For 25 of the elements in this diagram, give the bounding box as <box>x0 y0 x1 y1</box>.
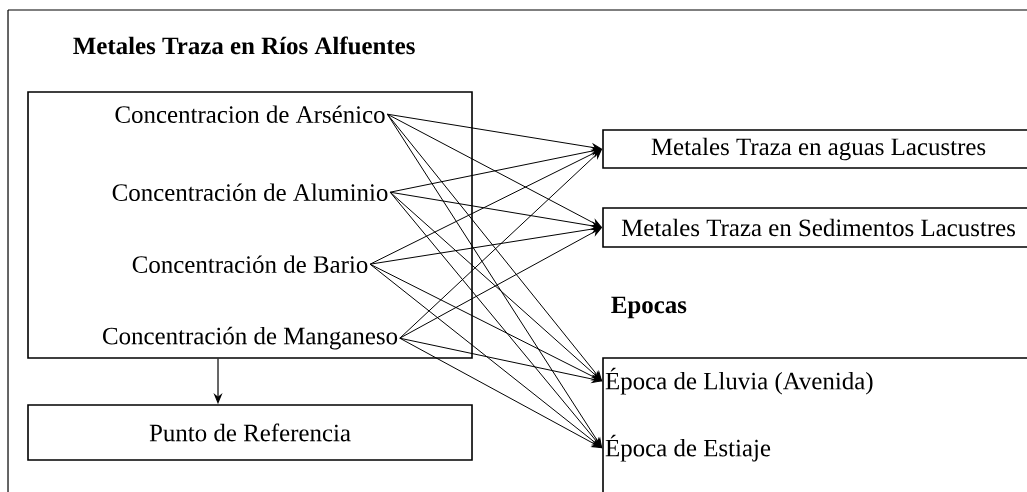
arrow <box>369 225 602 265</box>
process-box: Metales Traza en Sedimentos Lacustres <box>602 207 1027 248</box>
heading: Epocas <box>611 296 687 319</box>
arrow <box>389 191 602 448</box>
arrow <box>389 147 602 193</box>
arrow <box>386 113 602 152</box>
arrow <box>389 191 602 230</box>
arrow <box>399 337 602 449</box>
arrow <box>399 337 602 383</box>
arrow <box>399 227 602 339</box>
item-text: Concentración de Aluminio <box>112 183 388 201</box>
item-text: Concentración de Bario <box>132 255 368 273</box>
arrow <box>369 263 602 448</box>
process-box: Metales Traza en aguas Lacustres <box>602 129 1027 169</box>
arrow <box>389 191 602 381</box>
item-text: Época de Lluvia (Avenida) <box>605 367 873 395</box>
item-text: Concentracion de Arsénico <box>115 105 385 123</box>
arrow <box>369 149 602 265</box>
arrow <box>386 113 602 228</box>
item-text: Época de Estiaje <box>605 434 771 462</box>
arrow <box>386 113 602 448</box>
item-text: Concentración de Manganeso <box>103 326 398 350</box>
process-box: Punto de Referencia <box>27 404 473 461</box>
heading: Metales Traza en Ríos Alfuentes <box>73 36 415 55</box>
arrow <box>399 149 602 339</box>
